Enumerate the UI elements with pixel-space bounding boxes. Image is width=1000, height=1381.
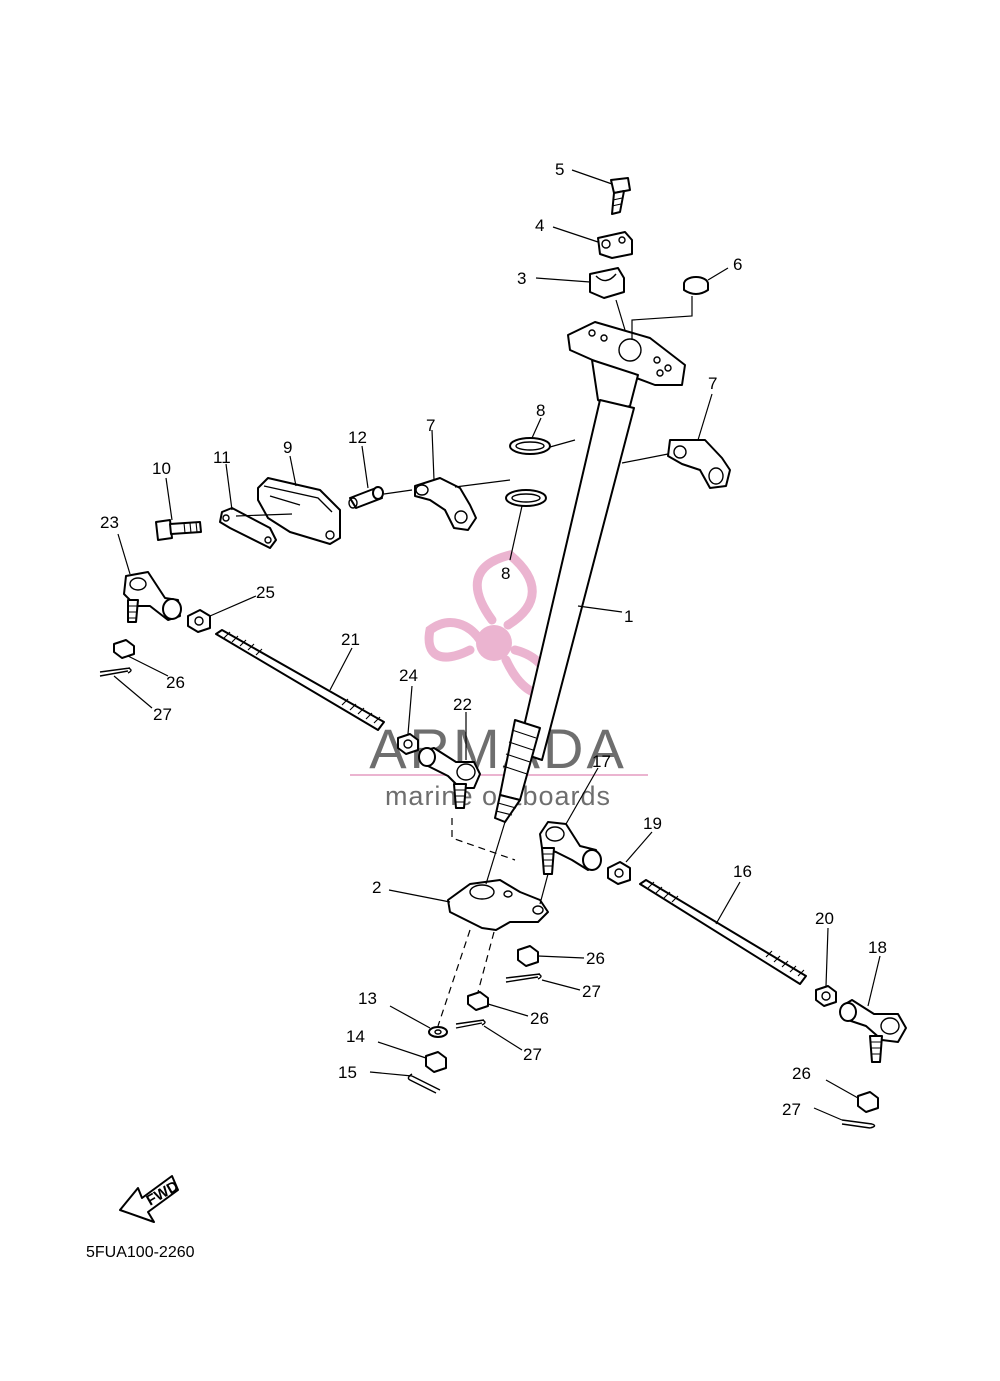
part-nut-26-a: [113, 639, 135, 659]
part-tie-rod-end-23: [123, 571, 182, 623]
callout-24: 24: [399, 666, 418, 685]
part-cotter-pin-27-a: [99, 667, 132, 677]
part-nut-19: [607, 861, 631, 885]
callout-9: 9: [283, 438, 292, 457]
part-tie-rod-16: [639, 879, 807, 985]
part-tie-rod-end-22: [418, 747, 481, 809]
part-nut-26-d: [857, 1091, 879, 1113]
callout-3: 3: [517, 269, 526, 288]
callout-27c: 27: [523, 1045, 542, 1064]
part-tie-rod-end-18: [839, 999, 907, 1063]
callout-labels: 1 2 3 4 5 6 7 7 8 8 9 10 11 12 13 14 15 …: [100, 160, 887, 1119]
callout-26d: 26: [792, 1064, 811, 1083]
part-cap-6: [683, 276, 709, 295]
callout-18: 18: [868, 938, 887, 957]
callout-14: 14: [346, 1027, 365, 1046]
part-nut-26-c: [467, 991, 489, 1011]
part-clamp-upper-4: [597, 231, 633, 259]
part-bolt-5: [610, 177, 631, 215]
callout-7b: 7: [426, 416, 435, 435]
part-nut-26-b: [517, 945, 539, 967]
callout-23: 23: [100, 513, 119, 532]
callout-26a: 26: [166, 673, 185, 692]
callout-13: 13: [358, 989, 377, 1008]
callout-15: 15: [338, 1063, 357, 1082]
callout-21: 21: [341, 630, 360, 649]
propeller-hub-icon: [476, 625, 512, 661]
callout-2: 2: [372, 878, 381, 897]
part-lock-washer-11: [219, 507, 277, 549]
callout-8a: 8: [536, 401, 545, 420]
callout-19: 19: [643, 814, 662, 833]
part-collar-12: [348, 486, 384, 509]
callout-26c: 26: [530, 1009, 549, 1028]
callout-8b: 8: [501, 564, 510, 583]
part-circlip-8-lower: [505, 489, 547, 507]
part-tie-rod-end-17: [539, 821, 602, 875]
watermark-logo: ARMADA marine outboards: [350, 550, 648, 811]
callout-7a: 7: [708, 374, 717, 393]
part-cotter-pin-15: [407, 1073, 441, 1094]
callout-5: 5: [555, 160, 564, 179]
callout-10: 10: [152, 459, 171, 478]
callout-27a: 27: [153, 705, 172, 724]
part-cotter-pin-27-b: [505, 973, 542, 983]
callout-leaders: [113, 169, 881, 1121]
part-bolt-10: [155, 519, 202, 541]
part-washer-13: [428, 1026, 448, 1038]
callout-12: 12: [348, 428, 367, 447]
callout-25: 25: [256, 583, 275, 602]
part-steering-arm-2: [447, 879, 549, 931]
part-nut-25: [187, 609, 211, 633]
callout-1: 1: [624, 607, 633, 626]
drawing-code: 5FUA100-2260: [86, 1244, 195, 1261]
part-plate-9: [257, 477, 341, 545]
fwd-arrow-icon: FWD: [119, 1175, 182, 1223]
callout-16: 16: [733, 862, 752, 881]
callout-22: 22: [453, 695, 472, 714]
part-clamp-lower-3: [589, 267, 625, 299]
part-nut-24: [397, 733, 419, 755]
part-holder-7-right: [667, 439, 731, 489]
callout-17: 17: [592, 752, 611, 771]
part-nut-20: [815, 985, 837, 1007]
part-tie-rod-21: [215, 629, 385, 731]
part-steering-shaft: [494, 321, 686, 823]
callout-26b: 26: [586, 949, 605, 968]
part-nut-14: [425, 1051, 447, 1073]
callout-27b: 27: [582, 982, 601, 1001]
part-arm-7-left: [414, 477, 477, 531]
part-cotter-pin-27-d: [841, 1119, 876, 1129]
callout-11: 11: [213, 448, 231, 467]
part-cotter-pin-27-c: [455, 1019, 486, 1029]
propeller-logo-icon: [424, 550, 554, 699]
callout-4: 4: [535, 216, 544, 235]
callout-20: 20: [815, 909, 834, 928]
callout-6: 6: [733, 255, 742, 274]
callout-27d: 27: [782, 1100, 801, 1119]
part-circlip-8-upper: [509, 437, 551, 455]
